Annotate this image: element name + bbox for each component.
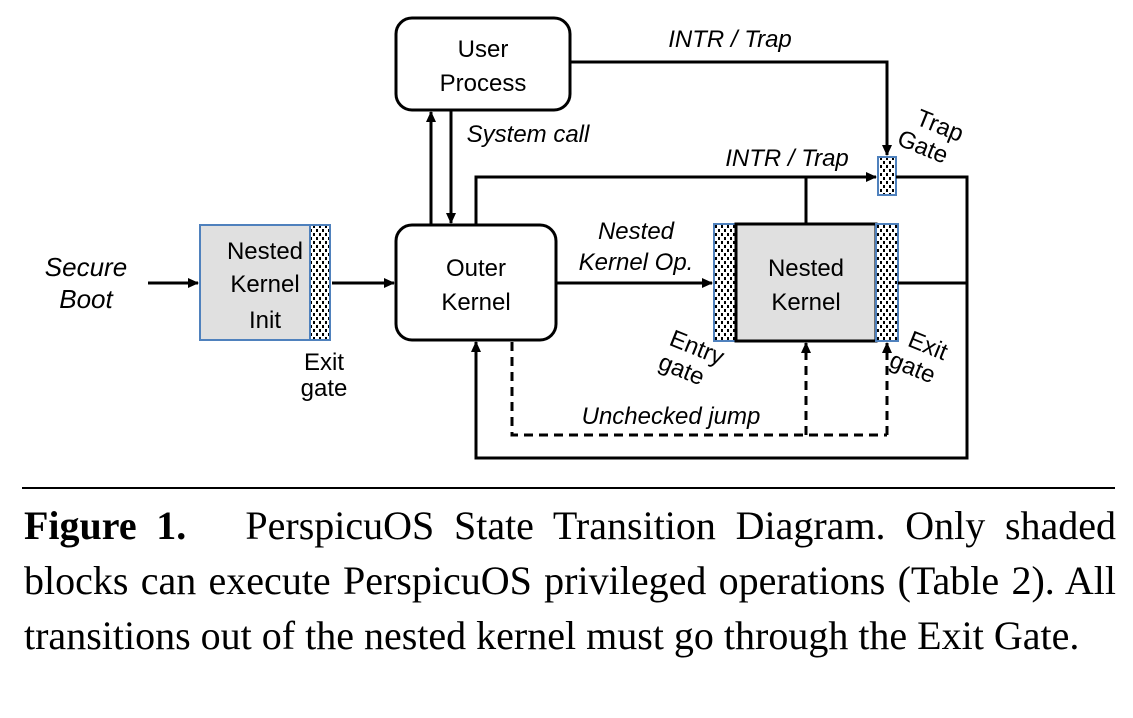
unchecked-jump-label: Unchecked jump [582,403,761,430]
outer-intr-trap-arrow [474,172,877,225]
nested-kernel-op-label-2: Kernel Op. [579,249,694,276]
outer-kernel-label-2: Kernel [441,289,510,316]
init-exit-gate-label-2: gate [301,375,348,402]
unchecked-jump-path [510,342,887,437]
system-call-label: System call [467,121,590,148]
nested-kernel-init-label-2: Kernel [230,271,299,298]
entry-gate-block [713,223,737,342]
intr-trap-top-label: INTR / Trap [668,26,792,53]
user-process-label-1: User [458,36,509,63]
user-process-box [394,16,572,112]
trap-gate-block [877,156,897,196]
init-exit-gate-block [309,224,331,341]
secure-boot-label-1: Secure [45,252,127,282]
nested-kernel-init-label-3: Init [249,307,281,334]
caption-text: PerspicuOS State Transition Diagram. Onl… [24,503,1117,658]
intr-trap-mid-label: INTR / Trap [725,145,849,172]
caption-rule [22,487,1115,489]
nested-kernel-box [734,222,878,343]
nested-kernel-init-label-1: Nested [227,238,303,265]
outer-kernel-box [394,223,558,342]
exit-return-path [471,175,969,460]
figure-label: Figure 1. [24,503,187,548]
exit-gate-block [875,223,899,342]
nested-kernel-label-1: Nested [768,255,844,282]
nested-kernel-init-box [199,224,311,341]
trap-gate-label: Trap Gate [893,104,967,169]
user-process-label-2: Process [440,70,527,97]
outer-kernel-label-1: Outer [446,255,506,282]
nested-kernel-label-2: Kernel [771,289,840,316]
secure-boot-label-2: Boot [59,284,114,314]
init-exit-gate-label-1: Exit [304,349,344,376]
nested-kernel-op-label-1: Nested [598,218,675,245]
state-transition-diagram: Secure Boot Nested Kernel Init User Proc… [45,16,969,460]
figure-caption: Figure 1. PerspicuOS State Transition Di… [24,498,1116,663]
user-intr-trap-arrow [570,60,892,156]
